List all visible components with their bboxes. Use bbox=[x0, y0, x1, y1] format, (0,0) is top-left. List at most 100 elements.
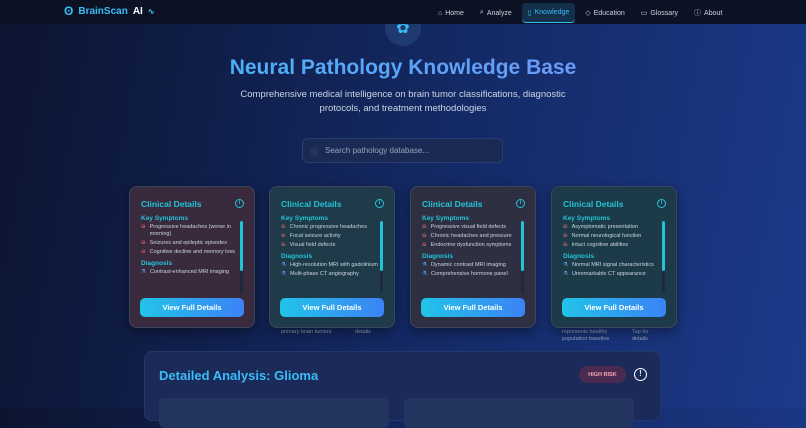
card-title: Clinical Details bbox=[563, 199, 624, 209]
nav-education[interactable]: ◇Education bbox=[579, 3, 631, 23]
nav-label: Glossary bbox=[650, 9, 679, 17]
card-scroll-area[interactable]: Key Symptoms ⊖Progressive headaches (wors… bbox=[141, 207, 244, 277]
flask-icon: ⚗ bbox=[422, 271, 427, 277]
symptom-item: ⊖Progressive headaches (worse in morning… bbox=[141, 224, 231, 237]
card-back-text: represents healthy population baseline bbox=[562, 329, 610, 342]
nav-home[interactable]: ⌂Home bbox=[432, 3, 470, 23]
pulse-icon: ∿ bbox=[147, 6, 155, 16]
brand-logo[interactable]: ʘ BrainScan AI ∿ bbox=[64, 4, 155, 18]
section-heading: Diagnosis bbox=[422, 253, 454, 260]
alert-circle-icon: ⊖ bbox=[422, 224, 427, 230]
alert-circle-icon: ⊖ bbox=[281, 233, 286, 239]
card-scroll-area[interactable]: Key Symptoms ⊖Progressive visual field de… bbox=[422, 207, 525, 277]
symptom-item: ⊖Chronic progressive headaches bbox=[281, 224, 367, 230]
section-heading: Key Symptoms bbox=[281, 215, 328, 222]
symptom-item: ⊖Endocrine dysfunction symptoms bbox=[422, 242, 512, 248]
symptom-item: ⊖Asymptomatic presentation bbox=[563, 224, 638, 230]
graduation-icon: ◇ bbox=[585, 10, 591, 17]
risk-badge: HIGH RISK bbox=[579, 366, 626, 383]
top-nav: ʘ BrainScan AI ∿ ⌂Home⌕Analyze▯Knowledge… bbox=[0, 0, 806, 24]
info-icon[interactable]: i bbox=[375, 199, 384, 208]
nav-label: Education bbox=[593, 9, 625, 17]
scrollbar[interactable] bbox=[240, 221, 243, 293]
diagnosis-item: ⚗Unremarkable CT appearance bbox=[563, 271, 646, 277]
card-scroll-area[interactable]: Key Symptoms⊖Asymptomatic presentation⊖N… bbox=[563, 207, 666, 277]
analysis-title: Detailed Analysis: Glioma bbox=[159, 368, 319, 383]
page-title: Neural Pathology Knowledge Base bbox=[0, 56, 806, 80]
diagnosis-item: ⚗Normal MRI signal characteristics bbox=[563, 262, 654, 268]
search-icon: ⌕ bbox=[479, 9, 484, 16]
section-heading: Diagnosis bbox=[281, 253, 313, 260]
info-icon[interactable]: i bbox=[235, 199, 244, 208]
card-scroll-area[interactable]: Key Symptoms ⊖Chronic progressive headach… bbox=[281, 207, 384, 277]
nav-knowledge[interactable]: ▯Knowledge bbox=[521, 3, 576, 23]
flask-icon: ⚗ bbox=[281, 262, 286, 268]
symptom-item: ⊖Focal seizure activity bbox=[281, 233, 341, 239]
section-heading: Key Symptoms bbox=[422, 215, 469, 222]
card-back-text: primary brain tumors bbox=[281, 329, 332, 335]
diagnosis-item: ⚗High-resolution MRI with gadolinium bbox=[281, 262, 378, 268]
flask-icon: ⚗ bbox=[563, 271, 568, 277]
info-icon: ⓘ bbox=[694, 10, 702, 17]
section-heading: Diagnosis bbox=[563, 253, 595, 260]
symptom-item: ⊖Cognitive decline and memory loss bbox=[141, 249, 235, 255]
brain-icon: ʘ bbox=[64, 4, 74, 18]
tablet-icon: ▭ bbox=[640, 10, 648, 17]
info-icon[interactable]: i bbox=[657, 199, 666, 208]
alert-circle-icon: ⊖ bbox=[141, 240, 146, 246]
card-back-text: Tap for details bbox=[632, 329, 649, 342]
card-back-text: details bbox=[355, 329, 371, 335]
diagnosis-item: ⚗Dynamic contrast MRI imaging bbox=[422, 262, 506, 268]
symptom-item: ⊖Progressive visual field defects bbox=[422, 224, 507, 230]
view-full-details-button[interactable]: View Full Details bbox=[140, 298, 244, 317]
scrollbar[interactable] bbox=[380, 221, 383, 293]
nav-label: Knowledge bbox=[534, 9, 570, 16]
tumor-card[interactable]: Clinical Details i Key Symptoms ⊖Asymptoma… bbox=[551, 186, 677, 328]
search-icon bbox=[310, 147, 319, 156]
symptom-item: ⊖Chronic headaches and pressure bbox=[422, 233, 512, 239]
section-heading: Key Symptoms bbox=[141, 215, 188, 222]
diagnosis-item: ⚗Contrast-enhanced MRI imaging bbox=[141, 269, 230, 275]
brand-suffix: AI bbox=[132, 5, 143, 17]
symptom-item: ⊖Intact cognitive abilities bbox=[563, 242, 629, 248]
flask-icon: ⚗ bbox=[422, 262, 427, 268]
card-title: Clinical Details bbox=[422, 199, 483, 209]
view-full-details-button[interactable]: View Full Details bbox=[280, 298, 384, 317]
nav-label: Home bbox=[445, 9, 464, 17]
alert-circle-icon: ⊖ bbox=[281, 242, 286, 248]
scrollbar[interactable] bbox=[662, 221, 665, 293]
alert-icon: ! bbox=[634, 368, 647, 381]
flask-icon: ⚗ bbox=[281, 271, 286, 277]
search-input[interactable]: Search pathology database... bbox=[302, 138, 503, 163]
analysis-subpanel bbox=[159, 398, 389, 428]
alert-circle-icon: ⊖ bbox=[281, 224, 286, 230]
info-icon[interactable]: i bbox=[516, 199, 525, 208]
tumor-card[interactable]: Clinical Details i Key Symptoms ⊖Progressi… bbox=[410, 186, 536, 328]
book-icon: ▯ bbox=[527, 9, 532, 17]
diagnosis-item: ⚗Multi-phase CT angiography bbox=[281, 271, 359, 277]
card-title: Clinical Details bbox=[141, 199, 202, 209]
home-icon: ⌂ bbox=[438, 9, 443, 17]
section-heading: Key Symptoms bbox=[563, 215, 610, 222]
alert-circle-icon: ⊖ bbox=[141, 224, 146, 230]
detailed-analysis-panel: Detailed Analysis: Glioma HIGH RISK ! bbox=[144, 351, 661, 428]
tumor-card[interactable]: Clinical Details i Key Symptoms ⊖Progressi… bbox=[129, 186, 255, 328]
nav-label: Analyze bbox=[486, 9, 512, 17]
analysis-subpanel bbox=[404, 398, 634, 428]
diagnosis-item: ⚗Comprehensive hormone panel bbox=[422, 271, 508, 277]
alert-circle-icon: ⊖ bbox=[422, 233, 427, 239]
nav-label: About bbox=[704, 9, 723, 17]
nav-analyze[interactable]: ⌕Analyze bbox=[474, 3, 518, 23]
section-heading: Diagnosis bbox=[141, 260, 173, 267]
view-full-details-button[interactable]: View Full Details bbox=[421, 298, 525, 317]
scrollbar[interactable] bbox=[521, 221, 524, 293]
search-placeholder: Search pathology database... bbox=[325, 146, 430, 155]
nav-glossary[interactable]: ▭Glossary bbox=[635, 3, 684, 23]
view-full-details-button[interactable]: View Full Details bbox=[562, 298, 666, 317]
alert-circle-icon: ⊖ bbox=[563, 242, 568, 248]
alert-circle-icon: ⊖ bbox=[563, 233, 568, 239]
alert-circle-icon: ⊖ bbox=[141, 249, 146, 255]
flask-icon: ⚗ bbox=[141, 269, 146, 275]
